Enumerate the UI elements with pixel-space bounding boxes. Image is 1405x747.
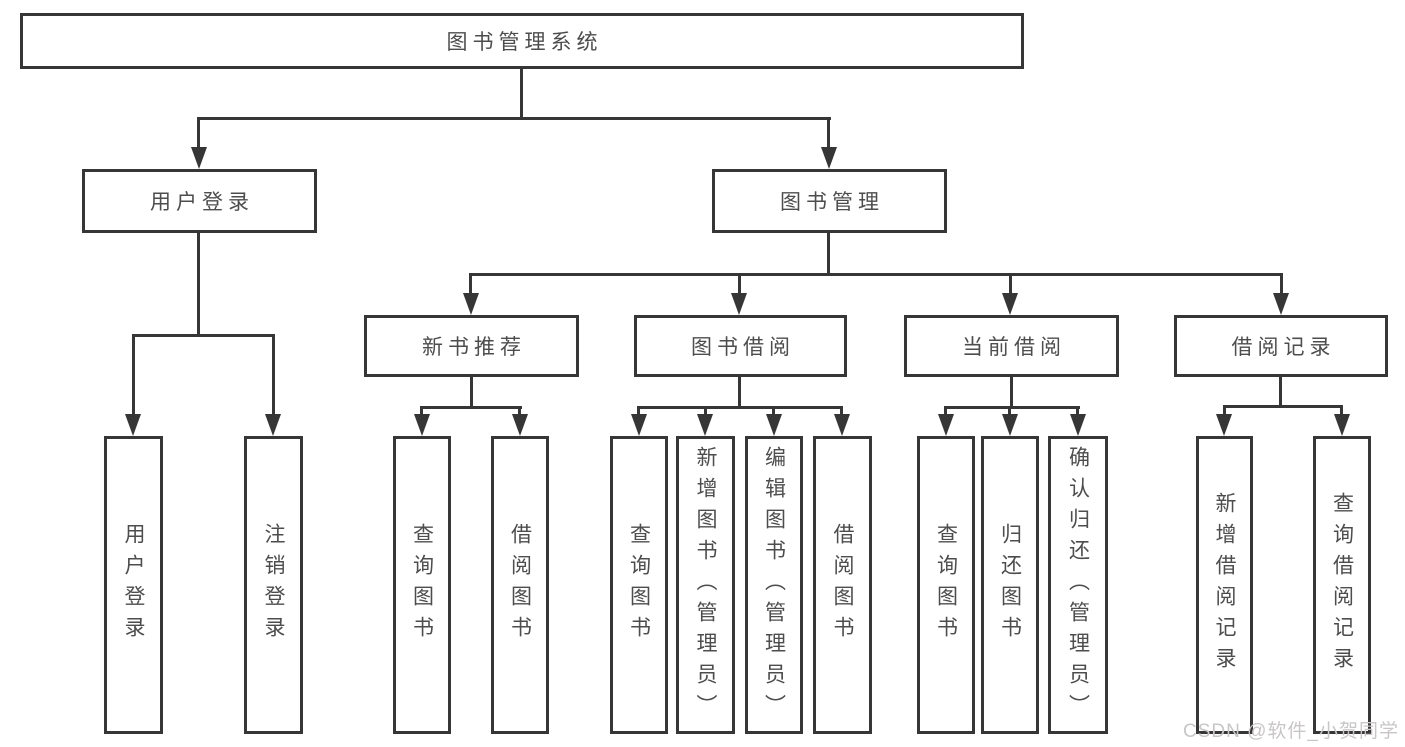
arrow-down-icon xyxy=(125,414,141,436)
node-book-borrow-label: 图书借阅 xyxy=(691,336,795,359)
node-bb-query-book: 查询图书 xyxy=(610,436,668,734)
arrow-down-icon xyxy=(834,414,850,436)
node-bb-edit-book-label: 编辑图书（管理员） xyxy=(762,445,786,725)
node-bb-borrow-book-label: 借阅图书 xyxy=(831,523,854,647)
node-book-borrow: 图书借阅 xyxy=(634,315,847,377)
node-bb-add-book: 新增图书（管理员） xyxy=(676,436,735,734)
node-cb-return-book-label: 归还图书 xyxy=(998,523,1022,647)
node-new-book-recommend-label: 新书推荐 xyxy=(422,336,526,359)
connector-br-hline xyxy=(1223,405,1343,408)
connector-level2-hline xyxy=(197,117,831,120)
connector-user-login-down xyxy=(197,233,200,336)
connector-nb-child2-stem xyxy=(518,406,521,416)
connector-bb-child1-stem xyxy=(637,406,640,416)
node-nb-query-book: 查询图书 xyxy=(393,436,451,734)
arrow-down-icon xyxy=(265,414,281,436)
connector-user-login-hline xyxy=(132,334,275,337)
connector-bb-child4-stem xyxy=(840,406,843,416)
node-new-book-recommend: 新书推荐 xyxy=(364,315,579,377)
node-nb-borrow-book-label: 借阅图书 xyxy=(508,523,532,647)
arrow-down-icon xyxy=(938,414,954,436)
node-cb-confirm-return-label: 确认归还（管理员） xyxy=(1066,445,1090,725)
connector-bb-hline xyxy=(637,406,843,409)
node-ul-logout-label: 注销登录 xyxy=(262,523,285,647)
node-br-add-record: 新增借阅记录 xyxy=(1196,436,1253,734)
connector-cb-child2-stem xyxy=(1008,406,1011,416)
node-current-borrow-label: 当前借阅 xyxy=(962,336,1066,359)
arrow-down-icon xyxy=(697,414,713,436)
connector-br-down xyxy=(1279,377,1282,407)
arrow-down-icon xyxy=(1334,414,1350,436)
connector-cb-hline xyxy=(944,406,1080,409)
connector-borrow-records-stem xyxy=(1280,273,1283,295)
node-current-borrow: 当前借阅 xyxy=(904,315,1119,377)
node-nb-borrow-book: 借阅图书 xyxy=(491,436,549,734)
csdn-watermark: CSDN @软件_小贺同学 xyxy=(1183,721,1399,742)
arrow-down-icon xyxy=(766,414,782,436)
node-bb-query-book-label: 查询图书 xyxy=(627,523,651,647)
arrow-down-icon xyxy=(1002,293,1018,315)
connector-cb-down xyxy=(1010,377,1013,408)
connector-root-stem xyxy=(520,69,523,118)
node-borrow-records: 借阅记录 xyxy=(1174,315,1388,377)
connector-cb-child3-stem xyxy=(1076,406,1079,416)
node-book-management: 图书管理 xyxy=(712,169,947,233)
connector-bb-child2-stem xyxy=(704,406,707,416)
connector-bb-child3-stem xyxy=(772,406,775,416)
node-nb-query-book-label: 查询图书 xyxy=(410,523,434,647)
node-root-label: 图书管理系统 xyxy=(446,31,603,54)
node-bb-borrow-book: 借阅图书 xyxy=(813,436,872,734)
connector-ul-child2-stem xyxy=(272,334,275,414)
arrow-down-icon xyxy=(414,414,430,436)
node-book-management-label: 图书管理 xyxy=(780,191,884,214)
connector-nb-down xyxy=(470,377,473,408)
arrow-down-icon xyxy=(1070,414,1086,436)
arrow-down-icon xyxy=(1216,414,1232,436)
arrow-down-icon xyxy=(512,414,528,436)
node-cb-query-book: 查询图书 xyxy=(917,436,975,734)
connector-book-borrow-stem xyxy=(738,273,741,295)
node-br-add-record-label: 新增借阅记录 xyxy=(1213,492,1236,678)
node-bb-edit-book: 编辑图书（管理员） xyxy=(745,436,803,734)
arrow-down-icon xyxy=(631,414,647,436)
node-cb-query-book-label: 查询图书 xyxy=(934,523,958,647)
arrow-down-icon xyxy=(1002,414,1018,436)
arrow-down-icon xyxy=(191,147,207,169)
connector-book-management-down xyxy=(827,233,830,276)
connector-bb-down xyxy=(738,377,741,408)
arrow-down-icon xyxy=(821,147,837,169)
node-cb-confirm-return: 确认归还（管理员） xyxy=(1048,436,1108,734)
connector-nb-child1-stem xyxy=(420,406,423,416)
arrow-down-icon xyxy=(731,293,747,315)
node-cb-return-book: 归还图书 xyxy=(981,436,1039,734)
connector-level3-hline xyxy=(469,273,1283,276)
node-root: 图书管理系统 xyxy=(20,13,1024,69)
connector-br-child1-stem xyxy=(1223,405,1226,416)
node-borrow-records-label: 借阅记录 xyxy=(1231,336,1336,359)
connector-new-book-stem xyxy=(469,273,472,295)
node-ul-user-login-label: 用户登录 xyxy=(122,523,145,647)
arrow-down-icon xyxy=(1273,293,1289,315)
connector-cb-child1-stem xyxy=(944,406,947,416)
connector-br-child2-stem xyxy=(1340,405,1343,416)
node-br-query-record: 查询借阅记录 xyxy=(1313,436,1371,734)
connector-ul-child1-stem xyxy=(132,334,135,414)
connector-current-borrow-stem xyxy=(1009,273,1012,295)
node-user-login: 用户登录 xyxy=(82,169,317,233)
arrow-down-icon xyxy=(463,293,479,315)
node-user-login-label: 用户登录 xyxy=(150,191,254,214)
node-ul-logout: 注销登录 xyxy=(244,436,303,734)
node-bb-add-book-label: 新增图书（管理员） xyxy=(694,445,717,725)
connector-nb-hline xyxy=(420,406,522,409)
node-br-query-record-label: 查询借阅记录 xyxy=(1330,492,1354,678)
connector-user-login-stem xyxy=(197,117,200,150)
node-ul-user-login: 用户登录 xyxy=(104,436,163,734)
connector-book-management-stem xyxy=(827,117,830,150)
